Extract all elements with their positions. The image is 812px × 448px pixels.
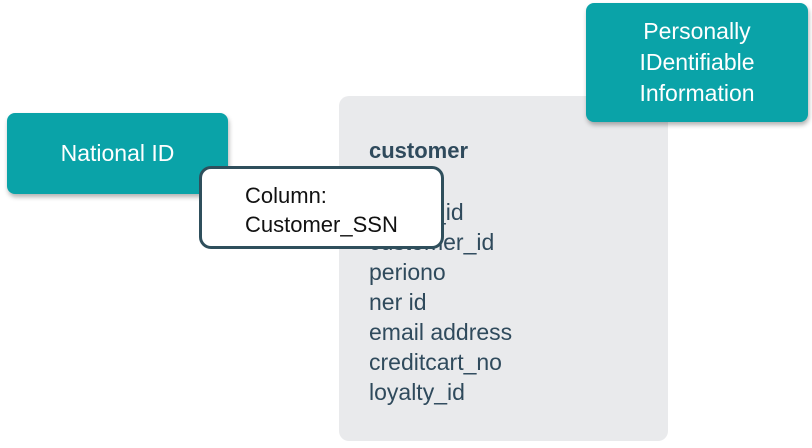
callout-column-name: Customer_SSN <box>245 212 398 237</box>
column-list: period_id customer_id periono ner id ema… <box>369 197 512 407</box>
column-item: creditcart_no <box>369 349 502 375</box>
customer-table-card: customer period_id customer_id periono n… <box>339 96 668 441</box>
column-item: ner id <box>369 289 427 315</box>
column-item: email address <box>369 319 513 345</box>
column-callout: Column: Customer_SSN <box>199 166 444 249</box>
national-id-tag: National ID <box>7 113 228 194</box>
callout-label: Column: <box>245 183 327 208</box>
column-item: loyalty_id <box>369 379 465 405</box>
pii-tag-label: Personally IDentifiable Information <box>639 18 755 106</box>
pii-tag: Personally IDentifiable Information <box>586 3 808 122</box>
table-name: customer <box>369 138 469 163</box>
column-item: periono <box>369 259 446 285</box>
